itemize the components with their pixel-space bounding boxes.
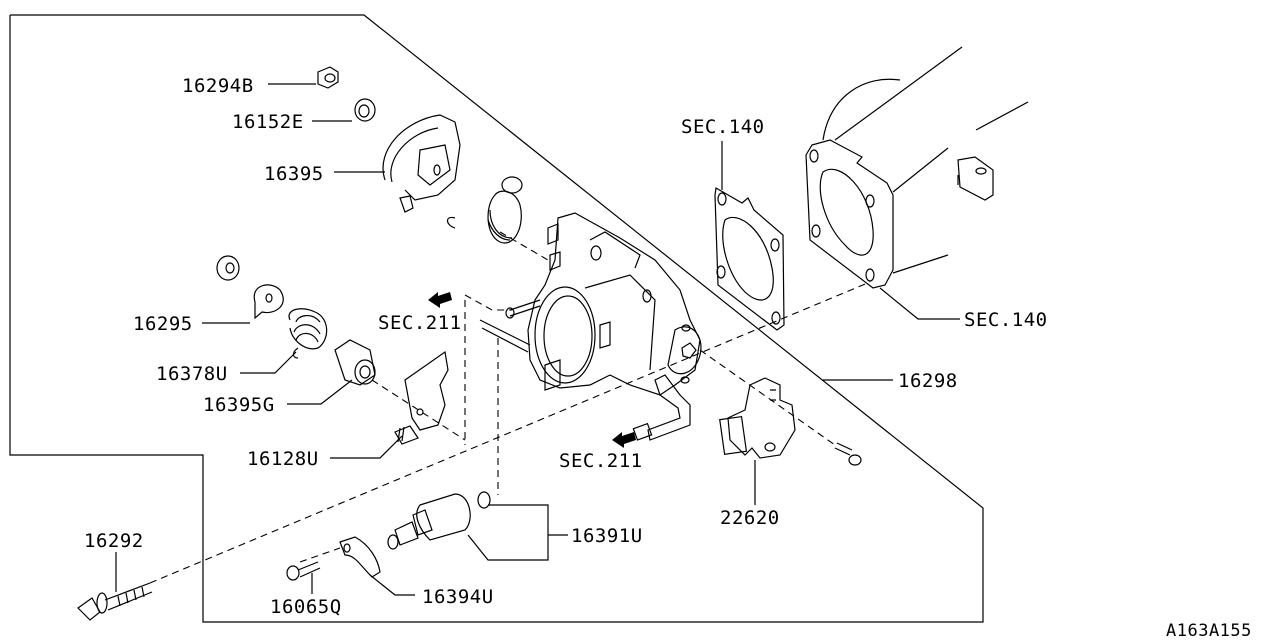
part-16292-screw <box>77 582 153 621</box>
figure-code: A163A155 <box>1166 621 1252 640</box>
leader-lines <box>115 83 960 596</box>
part-16294B-nut <box>317 66 339 89</box>
part-16391U-valve <box>387 491 491 550</box>
part-22620-sensor <box>719 377 862 466</box>
part-return-spring-upper <box>446 176 523 244</box>
part-16378U-spring <box>288 308 328 359</box>
part-16065Q-screw <box>286 561 321 581</box>
label-16295: 16295 <box>133 313 193 335</box>
label-16152E: 16152E <box>232 111 304 133</box>
label-sec211-upper: SEC.211 <box>378 312 462 334</box>
label-16395: 16395 <box>264 163 324 185</box>
label-16292: 16292 <box>84 530 144 552</box>
label-22620: 22620 <box>720 507 780 529</box>
throttle-body <box>479 212 702 441</box>
arrow-sec211-lower-icon <box>612 432 636 448</box>
part-16394U-bracket <box>339 536 381 578</box>
part-16295-plate <box>216 255 284 320</box>
label-16298: 16298 <box>898 370 958 392</box>
label-16395G: 16395G <box>203 394 275 416</box>
label-sec211-lower: SEC.211 <box>559 450 643 472</box>
part-16128U-stopper <box>394 350 449 445</box>
arrow-sec211-upper-icon <box>428 292 452 308</box>
label-sec140-manifold: SEC.140 <box>964 309 1048 331</box>
label-16128U: 16128U <box>247 448 319 470</box>
label-16394U: 16394U <box>422 586 494 608</box>
part-16152E-washer <box>354 98 376 122</box>
part-16395-lever <box>382 114 461 213</box>
intake-manifold <box>805 46 1029 289</box>
part-16395G-sleeve <box>334 339 376 386</box>
gasket <box>714 187 785 331</box>
label-16378U: 16378U <box>156 363 228 385</box>
label-16065Q: 16065Q <box>270 596 342 618</box>
label-16391U: 16391U <box>571 525 643 547</box>
label-sec140-gasket: SEC.140 <box>681 116 765 138</box>
label-16294B: 16294B <box>182 75 254 97</box>
alignment-lines <box>149 231 871 584</box>
assembly-boundary <box>9 14 984 623</box>
